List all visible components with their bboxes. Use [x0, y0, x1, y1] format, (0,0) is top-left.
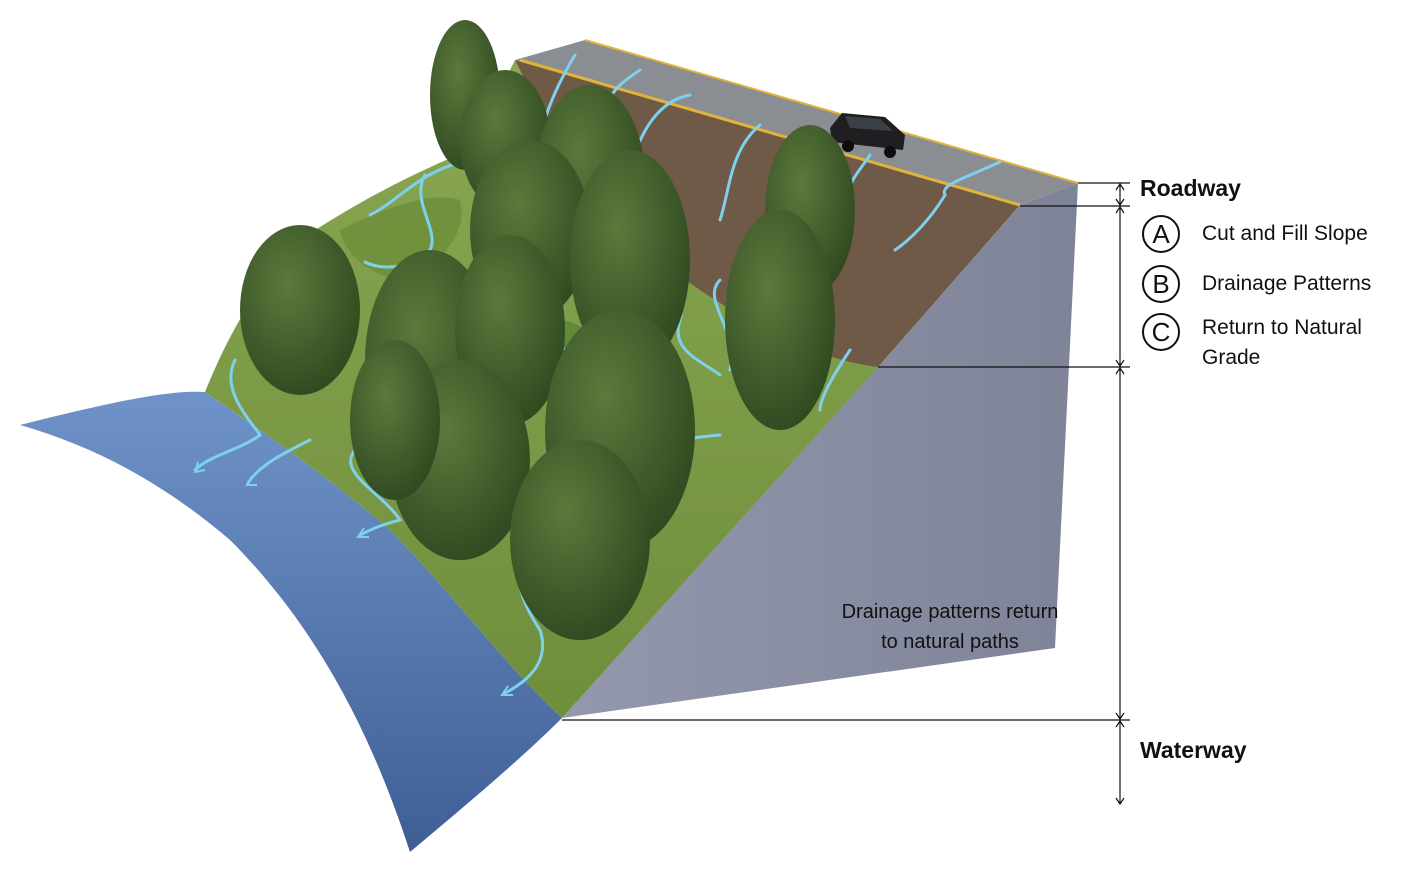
legend-text: Drainage Patterns — [1202, 272, 1372, 295]
legend-item-c: C Return to Natural Grade — [1142, 313, 1362, 373]
legend-item-b: B Drainage Patterns — [1142, 265, 1371, 303]
note-line: Drainage patterns return — [841, 601, 1059, 623]
tree — [510, 440, 650, 640]
legend-text: Return to Natural Grade — [1202, 313, 1362, 373]
waterway-label: Waterway — [1140, 737, 1247, 763]
tree — [240, 225, 360, 395]
legend-text-line: Return to Natural — [1202, 316, 1362, 339]
drainage-note: Drainage patterns return to natural path… — [800, 597, 1100, 657]
legend-badge: C — [1142, 313, 1180, 351]
legend-text: Cut and Fill Slope — [1202, 222, 1368, 245]
roadway-surface — [515, 40, 1078, 205]
legend-item-a: A Cut and Fill Slope — [1142, 215, 1368, 253]
legend-badge: A — [1142, 215, 1180, 253]
legend-badge: B — [1142, 265, 1180, 303]
dimension-lines — [562, 182, 1130, 806]
road-edge-line-top — [584, 39, 1079, 184]
forest — [240, 20, 855, 640]
terrain-side-face — [562, 183, 1078, 718]
car-icon — [830, 113, 905, 158]
tree — [350, 340, 440, 500]
waterway-surface — [20, 391, 562, 852]
drainage-arrows — [193, 461, 513, 696]
note-line: to natural paths — [881, 631, 1019, 653]
tree — [725, 210, 835, 430]
roadway-label: Roadway — [1140, 175, 1241, 201]
road-edge-line — [519, 58, 1021, 207]
legend-text-line: Grade — [1202, 346, 1261, 369]
